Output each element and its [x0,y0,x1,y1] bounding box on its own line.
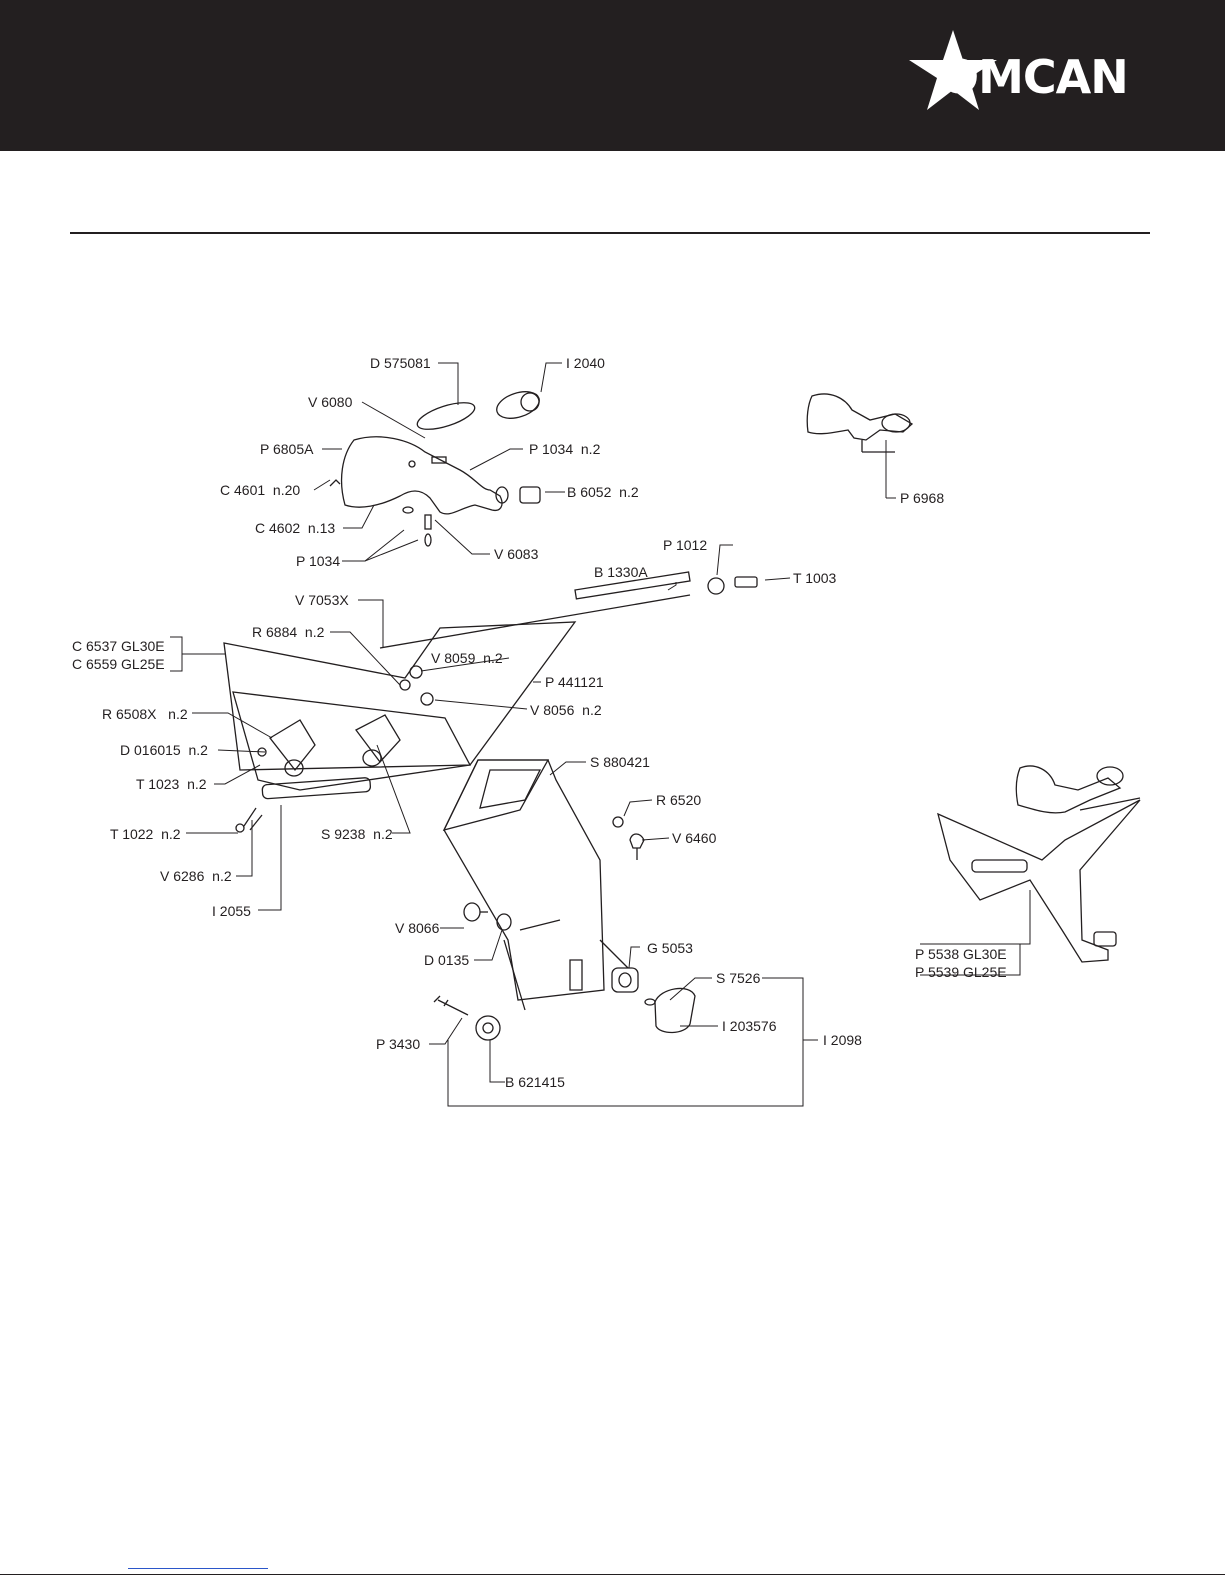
label-s7526: S 7526 [716,970,761,986]
label-c4602: C 4602 n.13 [255,520,336,536]
brand-logo-text: OMCAN [940,50,1129,104]
label-t1023: T 1023 n.2 [136,776,207,792]
support-leg [433,759,696,1041]
footer-divider [0,1574,1225,1575]
omcan-star-logo [909,30,997,110]
handle-assembly [329,391,541,547]
label-v7053x: V 7053X [295,592,349,608]
label-r6508x: R 6508X n.2 [102,706,188,722]
label-i203576: I 203576 [722,1018,777,1034]
label-v6083: V 6083 [494,546,539,562]
handle-p6968-view [806,393,914,453]
label-c6559: C 6559 GL25E [72,656,165,672]
label-i2055: I 2055 [212,903,251,919]
rod-assembly [379,571,758,649]
label-p1034: P 1034 [296,553,341,569]
label-b6052: B 6052 n.2 [567,484,639,500]
page-header [0,0,1225,151]
section-divider [70,232,1150,234]
label-v8059: V 8059 n.2 [431,650,503,666]
label-v8056: V 8056 n.2 [530,702,602,718]
label-s880421: S 880421 [590,754,650,770]
label-p1034-n2: P 1034 n.2 [529,441,601,457]
label-p3430: P 3430 [376,1036,421,1052]
label-p5539: P 5539 GL25E [915,964,1007,980]
label-r6884: R 6884 n.2 [252,624,325,640]
label-v6286: V 6286 n.2 [160,868,232,884]
label-v6460: V 6460 [672,830,717,846]
label-v6080: V 6080 [308,394,353,410]
label-p441121: P 441121 [545,674,604,690]
label-v8066: V 8066 [395,920,440,936]
label-i2040: I 2040 [566,355,605,371]
assembly-p5538-view [937,765,1141,963]
label-r6520: R 6520 [656,792,702,808]
carriage-plate [223,621,577,833]
label-c4601: C 4601 n.20 [220,482,301,498]
label-b621415: B 621415 [505,1074,565,1090]
label-c6537: C 6537 GL30E [72,638,165,654]
label-p6805a: P 6805A [260,441,314,457]
label-b1330a: B 1330A [594,564,648,580]
label-p6968: P 6968 [900,490,945,506]
label-g5053: G 5053 [647,940,693,956]
label-i2098: I 2098 [823,1032,862,1048]
label-d0135: D 0135 [424,952,470,968]
footer-link-underline[interactable] [128,1567,268,1569]
label-d575081: D 575081 [370,355,431,371]
label-t1003: T 1003 [793,570,837,586]
label-p1012: P 1012 [663,537,708,553]
label-d016015: D 016015 n.2 [120,742,208,758]
label-p5538: P 5538 GL30E [915,946,1007,962]
label-s9238: S 9238 n.2 [321,826,393,842]
label-t1022: T 1022 n.2 [110,826,181,842]
leader-lines [170,362,1031,1107]
